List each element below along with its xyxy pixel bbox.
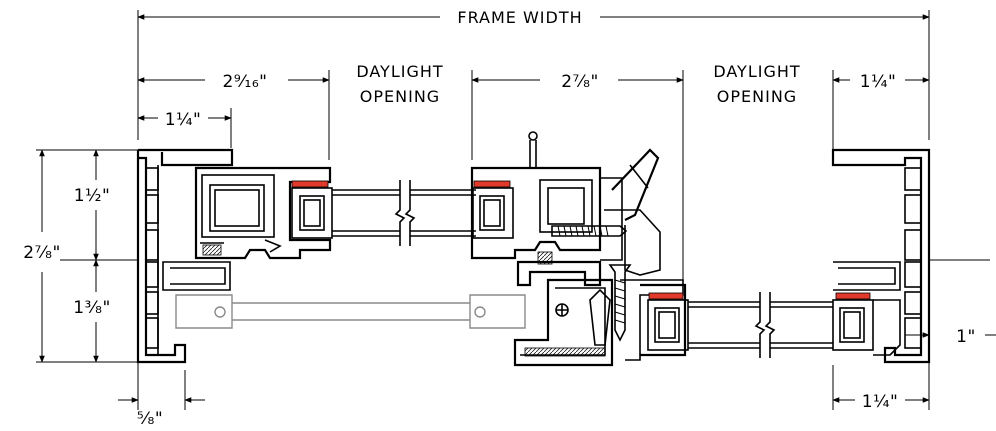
right-frame-profile [831, 148, 931, 364]
daylight-right-line2: OPENING [717, 87, 797, 106]
bottom-left-offset-text: ⁵⁄₈" [137, 409, 163, 429]
right-jamb-bottom-dimension: 1¼" [832, 362, 930, 412]
left-sash-dimension: 2⁹⁄₁₆" [137, 70, 330, 160]
left-weatherstrip [200, 242, 224, 256]
right-sash-seal-left [648, 292, 684, 300]
left-jamb-top-text: 1¼" [165, 110, 202, 130]
vertical-dimensions: 2⁷⁄₈" 1½" 1³⁄₈" [23, 149, 138, 363]
left-lower-height-text: 1³⁄₈" [73, 298, 111, 318]
right-offset-text: 1" [956, 327, 976, 347]
meeting-dimension: 2⁷⁄₈" [471, 70, 684, 285]
daylight-left-line2: OPENING [360, 87, 440, 106]
horizontal-screw [551, 225, 628, 237]
right-sash-seal-right [835, 292, 871, 300]
left-glazing-seal [291, 180, 329, 188]
right-jamb-top-text: 1¼" [860, 72, 897, 92]
left-glass-unit [291, 180, 476, 246]
sash-lock [604, 148, 661, 276]
bottom-left-dimension: ⁵⁄₈" [118, 362, 205, 429]
right-jamb-top-dimension: 1¼" [832, 70, 930, 150]
interlock-profile [513, 251, 684, 367]
daylight-right-line1: DAYLIGHT [713, 62, 800, 81]
right-jamb-bottom-text: 1¼" [862, 392, 899, 412]
hidden-lower-sash [175, 294, 526, 329]
frame-width-label: FRAME WIDTH [457, 8, 582, 27]
left-upper-height-text: 1½" [74, 186, 111, 206]
meeting-width-text: 2⁷⁄₈" [561, 72, 599, 92]
frame-width-dimension: FRAME WIDTH [137, 8, 930, 140]
meeting-rail-profile [470, 131, 623, 261]
meeting-glazing-seal [473, 180, 511, 188]
left-jamb-top-dimension: 1¼" [137, 108, 232, 148]
left-sash-width-text: 2⁹⁄₁₆" [223, 72, 268, 92]
left-sash-profile [194, 166, 332, 260]
left-frame-profile [136, 148, 234, 364]
right-sash-profile [640, 283, 874, 358]
vertical-screw [608, 264, 632, 342]
daylight-left-line1: DAYLIGHT [356, 62, 443, 81]
overall-depth-text: 2⁷⁄₈" [23, 243, 61, 263]
right-offset-dimension: 1" [905, 327, 996, 347]
